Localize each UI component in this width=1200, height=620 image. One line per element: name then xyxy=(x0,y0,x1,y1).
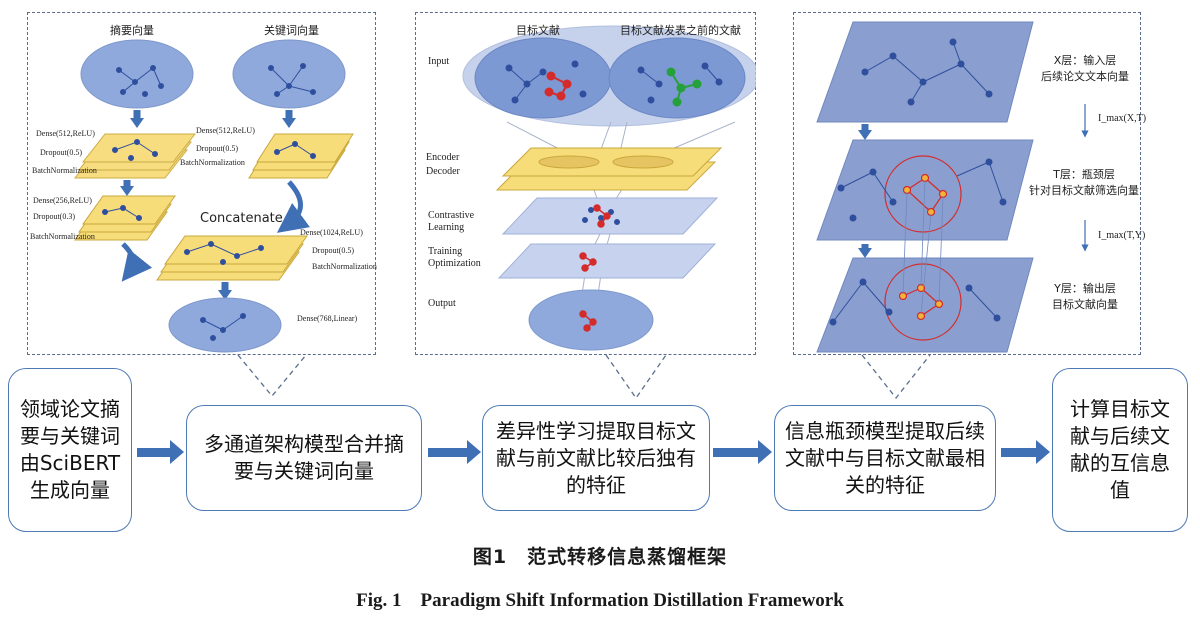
layer-a-dropout: Dropout(0.5) xyxy=(40,148,82,157)
step-information-bottleneck: 信息瓶颈模型提取后续文献中与目标文献最相关的特征 xyxy=(774,405,996,511)
layer-c-batchnorm: BatchNormalization xyxy=(30,232,95,241)
bottleneck-diagram xyxy=(816,21,1089,353)
layer-b-batchnorm: BatchNormalization xyxy=(180,158,245,167)
layer-d-batchnorm: BatchNormalization xyxy=(312,262,377,271)
t-layer-title: T层：瓶颈层 xyxy=(1053,168,1115,181)
prior-doc-ellipse xyxy=(608,37,746,119)
t-layer-label: T层：瓶颈层 针对目标文献筛选向量 xyxy=(1024,167,1144,199)
layer-c-dropout: Dropout(0.3) xyxy=(33,212,75,221)
training-label: Training xyxy=(428,246,463,257)
input-label: Input xyxy=(428,56,450,67)
keyword-vector-ellipse xyxy=(232,39,346,109)
layer-e-dense: Dense(768,Linear) xyxy=(297,314,358,323)
layer-a-batchnorm: BatchNormalization xyxy=(32,166,97,175)
figure-caption-en: Fig. 1 Paradigm Shift Information Distil… xyxy=(356,590,844,611)
contrastive-label: Contrastive xyxy=(428,210,475,221)
prior-doc-label: 目标文献发表之前的文献 xyxy=(620,24,741,37)
x-layer-title: X层：输入层 xyxy=(1053,54,1117,67)
x-layer-desc: 后续论文文本向量 xyxy=(1041,70,1129,83)
i-max-ty-label: I_max(T,Y) xyxy=(1098,230,1146,241)
layer-b-dense: Dense(512,ReLU) xyxy=(196,126,255,135)
layer-b-dropout: Dropout(0.5) xyxy=(196,144,238,153)
step-mutual-information: 计算目标文献与后续文献的互信息值 xyxy=(1052,368,1188,532)
layer-d-dropout: Dropout(0.5) xyxy=(312,246,354,255)
i-max-xt-label: I_max(X,T) xyxy=(1098,113,1147,124)
output-vector-ellipse xyxy=(168,297,282,353)
concatenate-label: Concatenate xyxy=(200,211,283,226)
flow-arrows xyxy=(137,440,1050,464)
keyword-vector-label: 关键词向量 xyxy=(264,24,319,37)
step-scibert-vectors: 领域论文摘要与关键词由SciBERT生成向量 xyxy=(8,368,132,532)
y-layer-plane xyxy=(816,257,1034,353)
y-layer-desc: 目标文献向量 xyxy=(1052,298,1118,311)
abstract-vector-label: 摘要向量 xyxy=(110,24,154,37)
optimization-label: Optimization xyxy=(428,258,481,269)
decoder-label: Decoder xyxy=(426,166,460,177)
contrastive-diagram xyxy=(462,25,756,351)
x-layer-label: X层：输入层 后续论文文本向量 xyxy=(1030,53,1140,85)
layer-a-dense: Dense(512,ReLU) xyxy=(36,129,95,138)
step-contrastive-learning: 差异性学习提取目标文献与前文献比较后独有的特征 xyxy=(482,405,710,511)
x-layer-plane xyxy=(816,21,1034,123)
multichannel-diagram xyxy=(73,39,354,353)
y-layer-title: Y层：输出层 xyxy=(1054,282,1116,295)
encoder-label: Encoder xyxy=(426,152,460,163)
output-label: Output xyxy=(428,298,456,309)
step-multichannel-merge: 多通道架构模型合并摘要与关键词向量 xyxy=(186,405,422,511)
abstract-vector-ellipse xyxy=(80,39,194,109)
layer-d-dense: Dense(1024,ReLU) xyxy=(300,228,363,237)
figure-caption-cn: 图1 范式转移信息蒸馏框架 xyxy=(472,546,728,568)
layer-c-dense: Dense(256,ReLU) xyxy=(33,196,92,205)
training-plane xyxy=(497,243,717,279)
learning-label: Learning xyxy=(428,222,465,233)
t-layer-desc: 针对目标文献筛选向量 xyxy=(1029,184,1139,197)
target-doc-label: 目标文献 xyxy=(516,24,560,37)
y-layer-label: Y层：输出层 目标文献向量 xyxy=(1030,281,1140,313)
